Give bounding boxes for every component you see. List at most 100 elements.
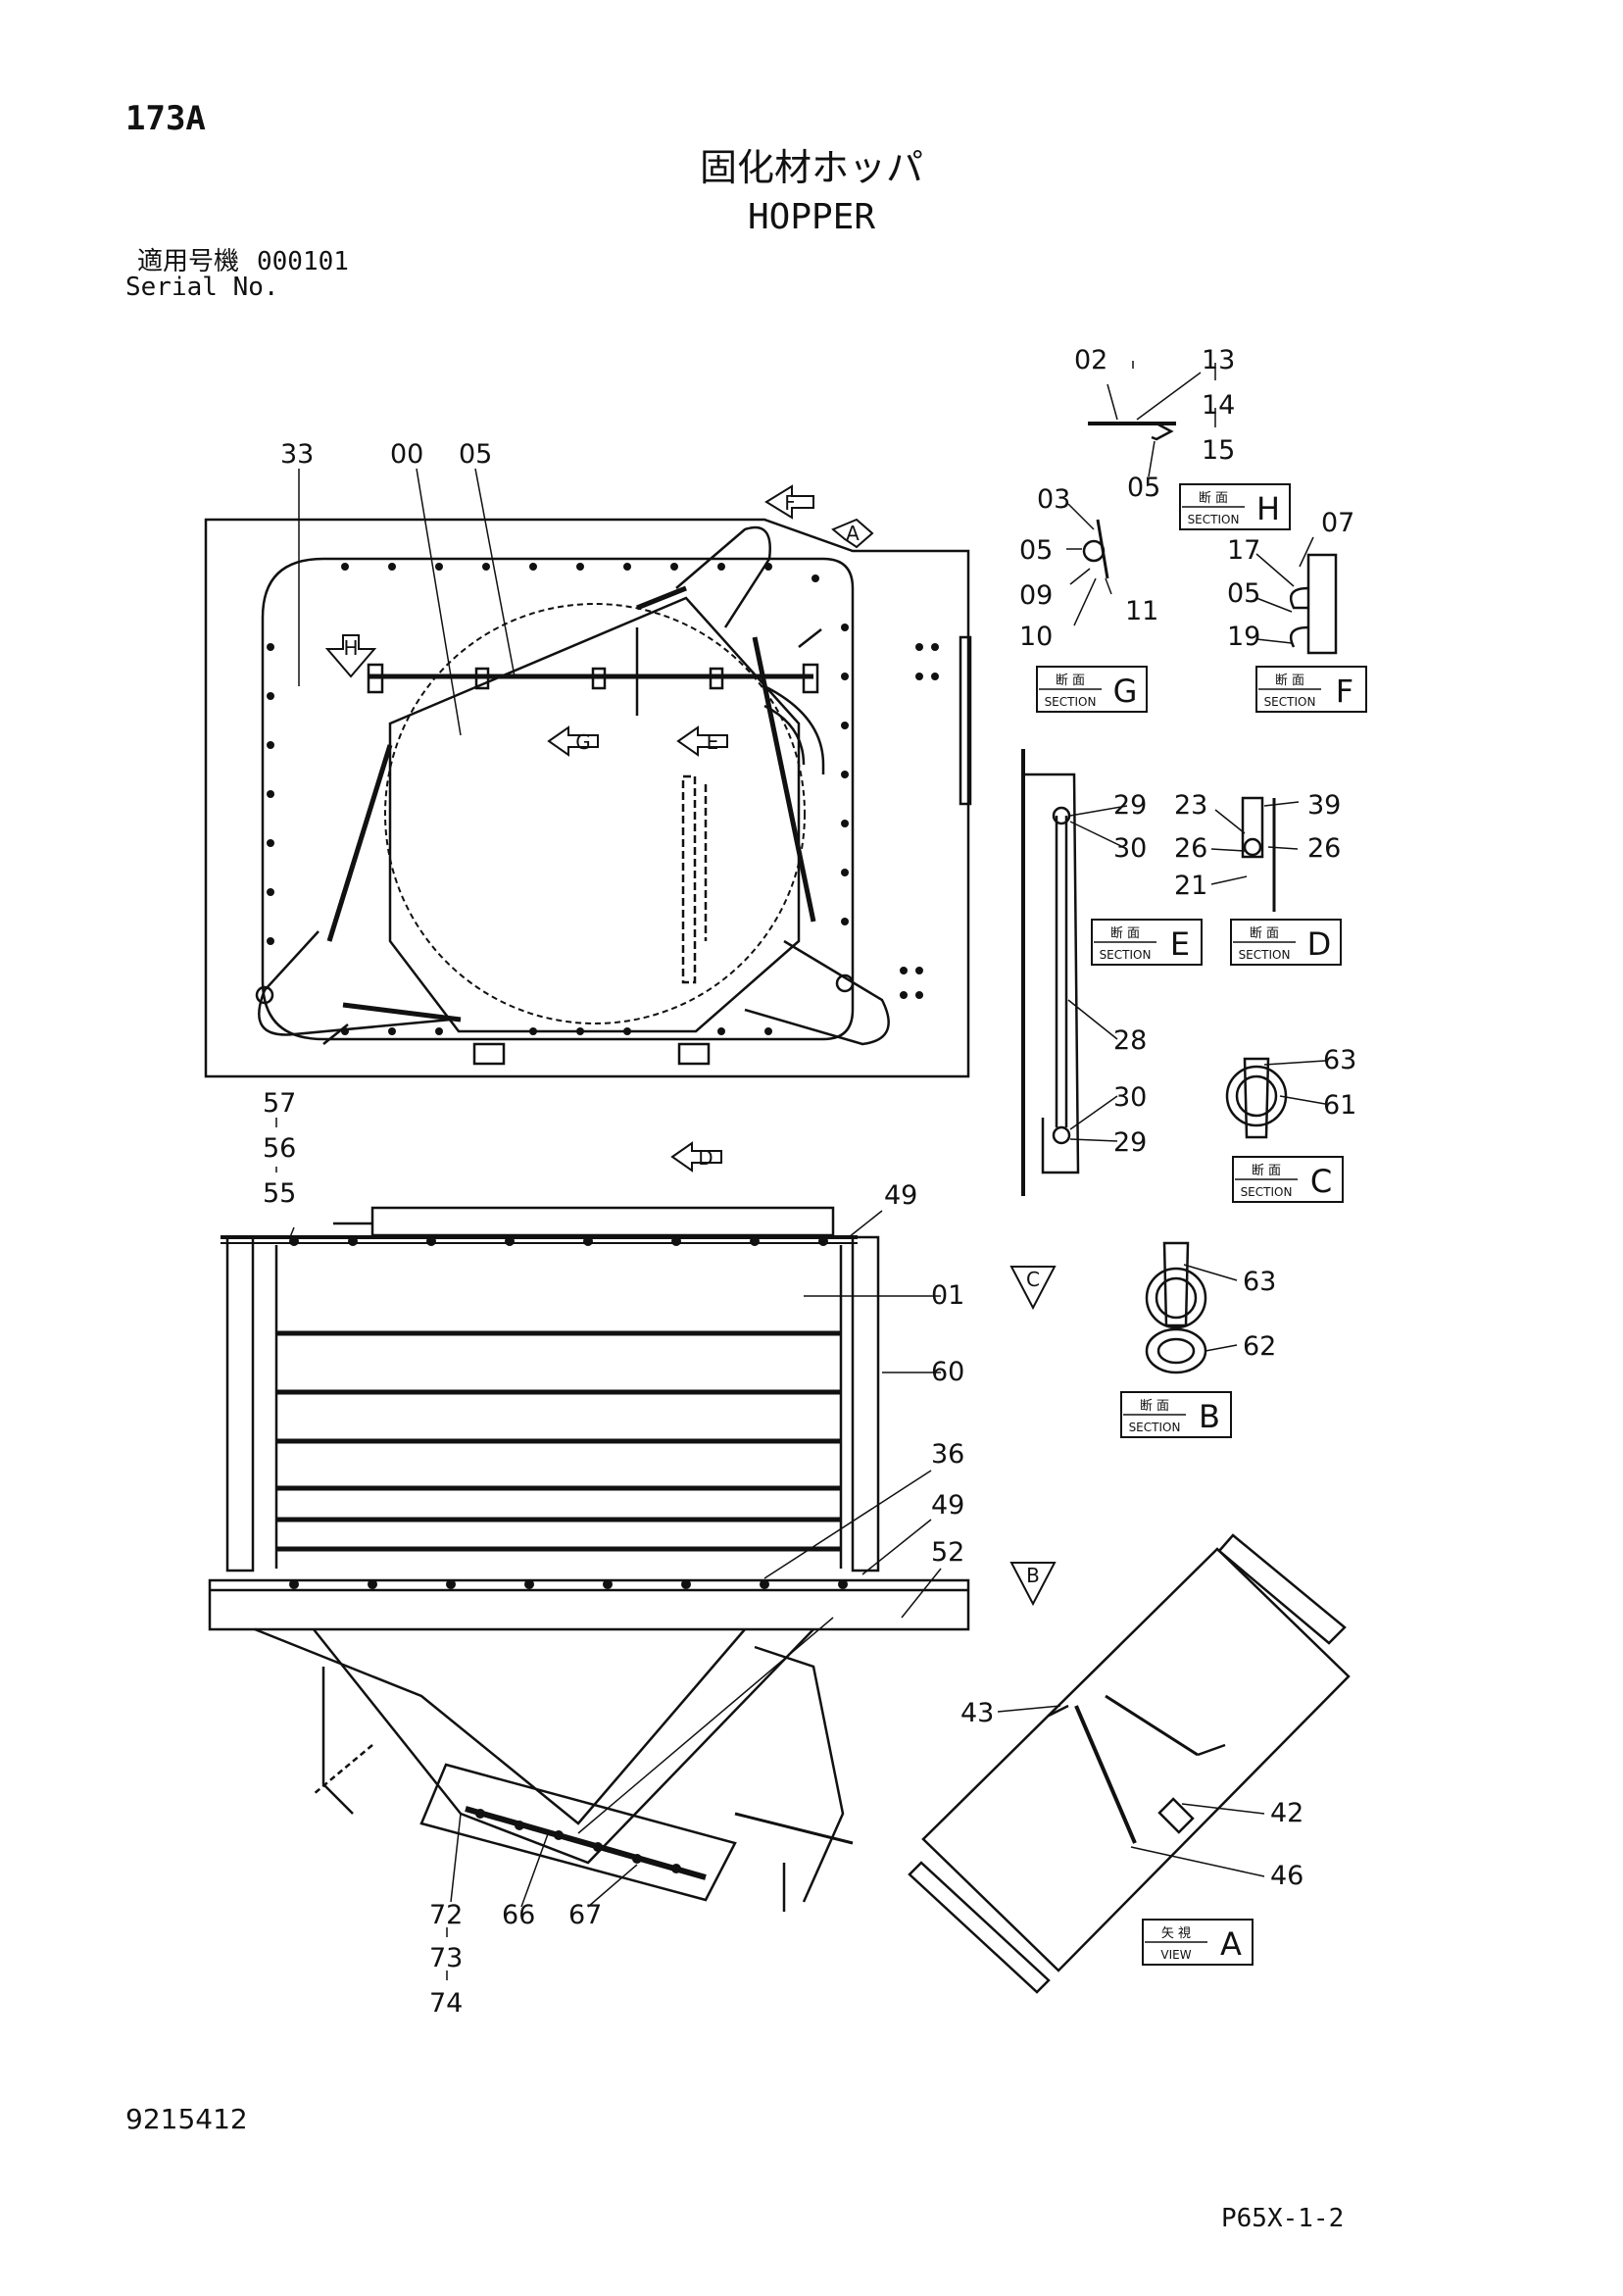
callout-26-right: 26 — [1307, 833, 1341, 864]
callout-61: 61 — [1323, 1090, 1356, 1121]
svg-text:SECTION: SECTION — [1129, 1421, 1181, 1434]
callout-63-c: 63 — [1323, 1045, 1356, 1075]
view-arrow-f — [764, 484, 814, 520]
callout-26-left: 26 — [1174, 833, 1207, 864]
callout-05-f: 05 — [1227, 578, 1260, 609]
callout-57: 57 — [263, 1088, 296, 1119]
callout-19: 19 — [1227, 622, 1260, 652]
section-label-b: 断 面 SECTION B — [1120, 1391, 1232, 1438]
svg-text:断 面: 断 面 — [1056, 674, 1085, 688]
section-label-d: 断 面 SECTION D — [1230, 919, 1342, 966]
section-d-detail — [1210, 796, 1300, 912]
view-arrow-g-letter: G — [575, 730, 591, 754]
section-label-f: 断 面 SECTION F — [1255, 666, 1367, 713]
callout-05-h: 05 — [1127, 473, 1160, 503]
callout-05-top: 05 — [459, 439, 492, 470]
callout-62: 62 — [1243, 1331, 1276, 1362]
section-e-detail — [1021, 749, 1128, 1196]
section-h-detail — [1088, 372, 1202, 477]
svg-text:B: B — [1199, 1398, 1220, 1435]
callout-49-bottom: 49 — [931, 1490, 964, 1521]
callout-74: 74 — [429, 1988, 463, 2019]
svg-text:SECTION: SECTION — [1264, 695, 1316, 709]
callout-52: 52 — [931, 1537, 964, 1568]
callout-49-top: 49 — [884, 1180, 917, 1211]
callout-29-top: 29 — [1113, 790, 1147, 821]
callout-21: 21 — [1174, 871, 1207, 901]
view-label-a: 矢 視 VIEW A — [1142, 1919, 1254, 1966]
callout-29-bottom: 29 — [1113, 1127, 1147, 1158]
callout-07: 07 — [1321, 508, 1354, 538]
callout-67: 67 — [568, 1900, 602, 1930]
side-view — [208, 1206, 970, 1912]
svg-text:断 面: 断 面 — [1199, 491, 1228, 506]
callout-42: 42 — [1270, 1798, 1303, 1828]
section-label-h: 断 面 SECTION H — [1179, 483, 1291, 530]
view-arrow-e — [676, 725, 728, 757]
svg-text:SECTION: SECTION — [1239, 948, 1291, 962]
view-arrow-h — [324, 634, 377, 678]
svg-text:A: A — [1220, 1925, 1242, 1963]
svg-text:H: H — [1256, 490, 1280, 527]
callout-56: 56 — [263, 1133, 296, 1164]
top-view-extra-leaders — [275, 361, 1216, 1980]
callout-02: 02 — [1074, 345, 1107, 375]
title-english: HOPPER — [747, 197, 876, 237]
svg-text:D: D — [1307, 925, 1332, 963]
view-arrow-h-letter: H — [343, 636, 358, 660]
callout-23: 23 — [1174, 790, 1207, 821]
svg-text:断 面: 断 面 — [1275, 674, 1304, 688]
svg-text:C: C — [1310, 1163, 1332, 1200]
document-number: 9215412 — [125, 2103, 248, 2135]
callout-05-g: 05 — [1019, 535, 1053, 566]
callout-00: 00 — [390, 439, 423, 470]
side-view-bolts — [289, 1236, 848, 1873]
callout-14: 14 — [1202, 390, 1235, 421]
view-a-detail — [908, 1533, 1351, 1994]
svg-text:断 面: 断 面 — [1250, 926, 1279, 941]
view-arrow-letters: F A H G E D C B — [343, 491, 1040, 1587]
callout-10: 10 — [1019, 622, 1053, 652]
view-arrow-a-letter: A — [846, 522, 860, 545]
callout-11: 11 — [1125, 596, 1158, 626]
svg-text:E: E — [1170, 925, 1190, 963]
callout-66: 66 — [502, 1900, 535, 1930]
callout-01: 01 — [931, 1280, 964, 1311]
view-arrow-e-letter: E — [707, 730, 719, 754]
callout-28: 28 — [1113, 1025, 1147, 1056]
svg-text:SECTION: SECTION — [1188, 513, 1240, 526]
callout-55: 55 — [263, 1178, 296, 1209]
top-view — [204, 468, 972, 1078]
svg-text:SECTION: SECTION — [1100, 948, 1152, 962]
callout-73: 73 — [429, 1943, 463, 1973]
callout-60: 60 — [931, 1357, 964, 1387]
view-arrow-f-letter: F — [784, 491, 796, 515]
callout-17: 17 — [1227, 535, 1260, 566]
view-arrow-g — [547, 725, 599, 757]
svg-text:F: F — [1336, 673, 1353, 710]
title-japanese: 固化材ホッパ — [699, 146, 923, 189]
top-view-bolts — [267, 563, 939, 1035]
callout-36: 36 — [931, 1439, 964, 1470]
callout-33: 33 — [280, 439, 314, 470]
section-label-c: 断 面 SECTION C — [1232, 1156, 1344, 1203]
view-arrow-d-letter: D — [698, 1146, 713, 1170]
callout-72: 72 — [429, 1900, 463, 1930]
svg-text:SECTION: SECTION — [1241, 1185, 1293, 1199]
section-label-g: 断 面 SECTION G — [1036, 666, 1148, 713]
serial-number: 000101 — [257, 247, 349, 276]
view-arrow-c-letter: C — [1026, 1268, 1040, 1291]
svg-text:VIEW: VIEW — [1160, 1948, 1191, 1962]
section-g-detail — [1066, 503, 1112, 626]
callout-09: 09 — [1019, 580, 1053, 611]
section-f-detail — [1255, 536, 1338, 655]
section-label-e: 断 面 SECTION E — [1091, 919, 1203, 966]
svg-text:断 面: 断 面 — [1252, 1164, 1281, 1178]
part-callouts: 02 13 14 15 05 03 05 09 10 11 07 17 05 1… — [263, 345, 1356, 2019]
section-c-detail — [1225, 1057, 1326, 1139]
callout-39: 39 — [1307, 790, 1341, 821]
page-code-footer: P65X-1-2 — [1221, 2204, 1345, 2233]
section-b-detail — [1145, 1241, 1238, 1374]
callout-46: 46 — [1270, 1861, 1303, 1891]
